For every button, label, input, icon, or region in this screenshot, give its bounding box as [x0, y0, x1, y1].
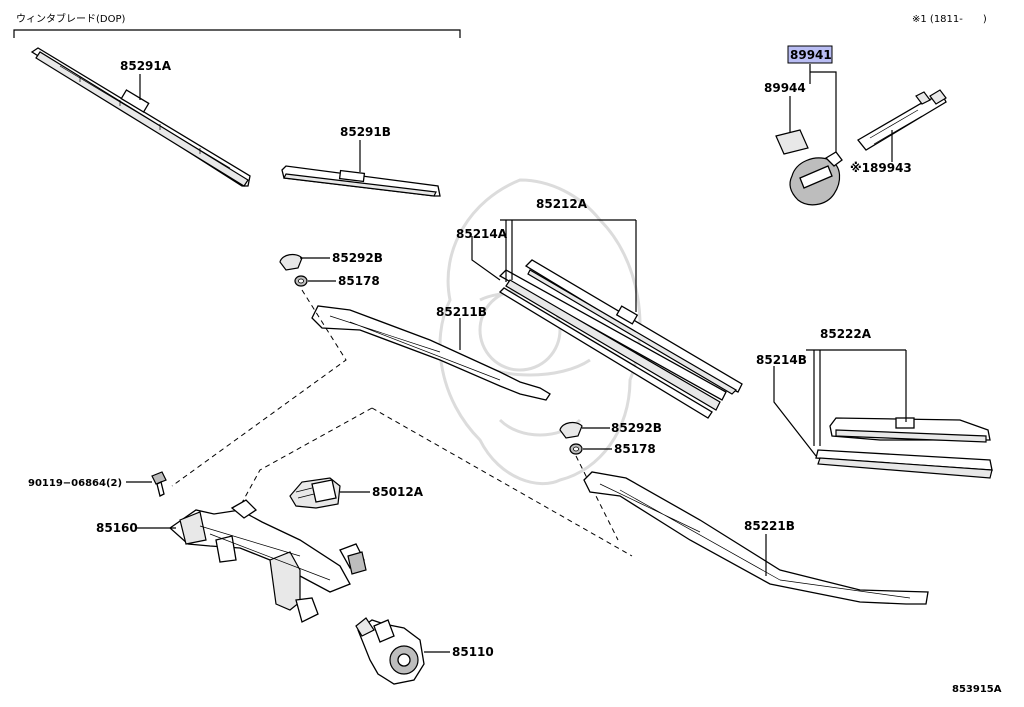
leader-89941	[809, 64, 837, 156]
dash-center	[237, 407, 373, 511]
label-85214B: 85214B	[756, 353, 807, 367]
diagram-id: 853915A	[952, 684, 1002, 695]
wiper-arm-85211B[interactable]	[311, 305, 551, 401]
note-label: ※1 (1811- )	[912, 14, 987, 25]
label-85178-top: 85178	[338, 274, 380, 288]
label-85222A: 85222A	[820, 327, 872, 341]
label-85212A: 85212A	[536, 197, 588, 211]
cap-85292B-mid[interactable]	[559, 421, 583, 439]
label-89941: 89941	[790, 48, 832, 62]
dash-right-arm	[575, 455, 619, 541]
blade-rubber-85214B[interactable]	[815, 449, 993, 479]
dash-left	[171, 289, 347, 487]
label-85291B: 85291B	[340, 125, 391, 139]
nut-85178-top[interactable]	[294, 275, 308, 287]
connector-85012A[interactable]	[289, 477, 341, 509]
blade-rubber-85214A[interactable]	[498, 269, 727, 419]
label-85292B-top: 85292B	[332, 251, 383, 265]
wiper-blade-85291B[interactable]	[281, 165, 441, 197]
bolt-90119-06864[interactable]	[151, 471, 167, 497]
label-89941-highlight	[787, 45, 833, 64]
leader-85212A	[500, 219, 637, 312]
leader-85214B	[773, 366, 817, 457]
leader-85222A	[806, 349, 907, 446]
sheet-89944[interactable]	[775, 129, 809, 155]
group-label: ウィンタブレード(DOP)	[16, 12, 126, 25]
dash-right	[371, 407, 633, 557]
label-89944: 89944	[764, 81, 806, 95]
group-bracket	[13, 29, 461, 38]
label-85160: 85160	[96, 521, 138, 535]
leader-85214A	[471, 236, 501, 281]
wiper-blade-85212A[interactable]	[524, 259, 743, 395]
wiper-blade-85222A[interactable]	[829, 417, 991, 443]
label-90119: 90119−06864(2)	[28, 478, 122, 489]
label-85291A: 85291A	[120, 59, 172, 73]
wiper-arm-85221B[interactable]	[583, 471, 929, 605]
cleaner-bottle-89941[interactable]	[789, 151, 843, 206]
label-85178-mid: 85178	[614, 442, 656, 456]
label-85110: 85110	[452, 645, 494, 659]
tool-89943[interactable]	[857, 89, 947, 151]
wiper-motor-85110[interactable]	[355, 617, 425, 685]
label-85012A: 85012A	[372, 485, 424, 499]
label-89943: ※189943	[850, 161, 912, 175]
label-85211B: 85211B	[436, 305, 487, 319]
wiper-blade-85291A[interactable]	[30, 47, 251, 187]
cap-85292B-top[interactable]	[279, 253, 303, 271]
label-85221B: 85221B	[744, 519, 795, 533]
nut-85178-mid[interactable]	[569, 443, 583, 455]
wiper-linkage-85160[interactable]	[168, 499, 367, 623]
label-85292B-mid: 85292B	[611, 421, 662, 435]
label-85214A: 85214A	[456, 227, 508, 241]
